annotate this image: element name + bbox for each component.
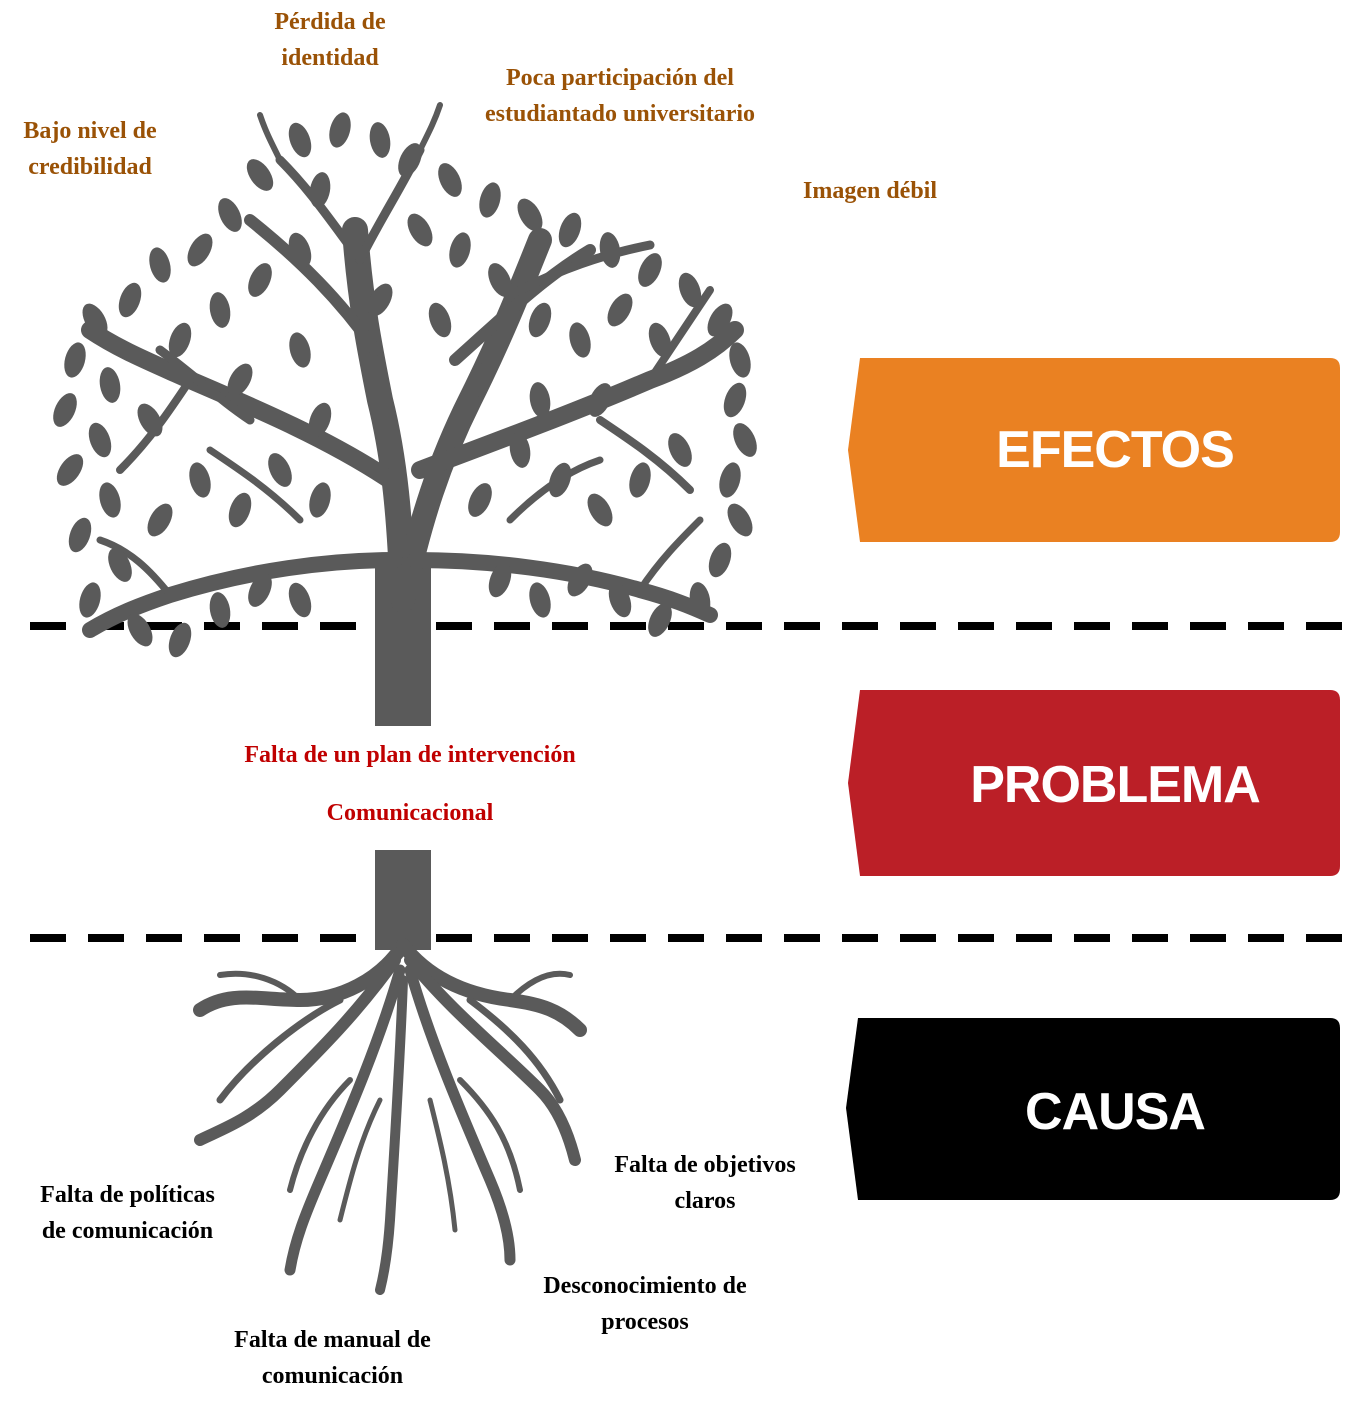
effect-label: Pérdida de identidad	[274, 9, 386, 71]
cause-label: Desconocimiento de procesos	[543, 1273, 747, 1335]
problem-label: Comunicacional	[326, 800, 494, 826]
effect-label: Poca participación del estudiantado univ…	[484, 65, 756, 127]
cause-label: Falta de políticas de comunicación	[40, 1182, 215, 1244]
problem-tag	[848, 690, 1340, 876]
tree-icon	[53, 102, 757, 1295]
effect-label: Imagen débil	[802, 178, 937, 204]
effects-tag	[848, 358, 1340, 542]
problem-label: Falta de un plan de intervención	[244, 742, 576, 768]
cause-tag	[846, 1018, 1340, 1200]
cause-label: Falta de objetivos claros	[614, 1152, 796, 1214]
cause-label: Falta de manual de comunicación	[234, 1327, 431, 1389]
effects-tag-label: EFECTOS	[996, 421, 1235, 479]
problem-tag-label: PROBLEMA	[970, 756, 1261, 814]
effect-label: Bajo nivel de credibilidad	[23, 118, 157, 180]
cause-tag-label: CAUSA	[1025, 1083, 1206, 1141]
